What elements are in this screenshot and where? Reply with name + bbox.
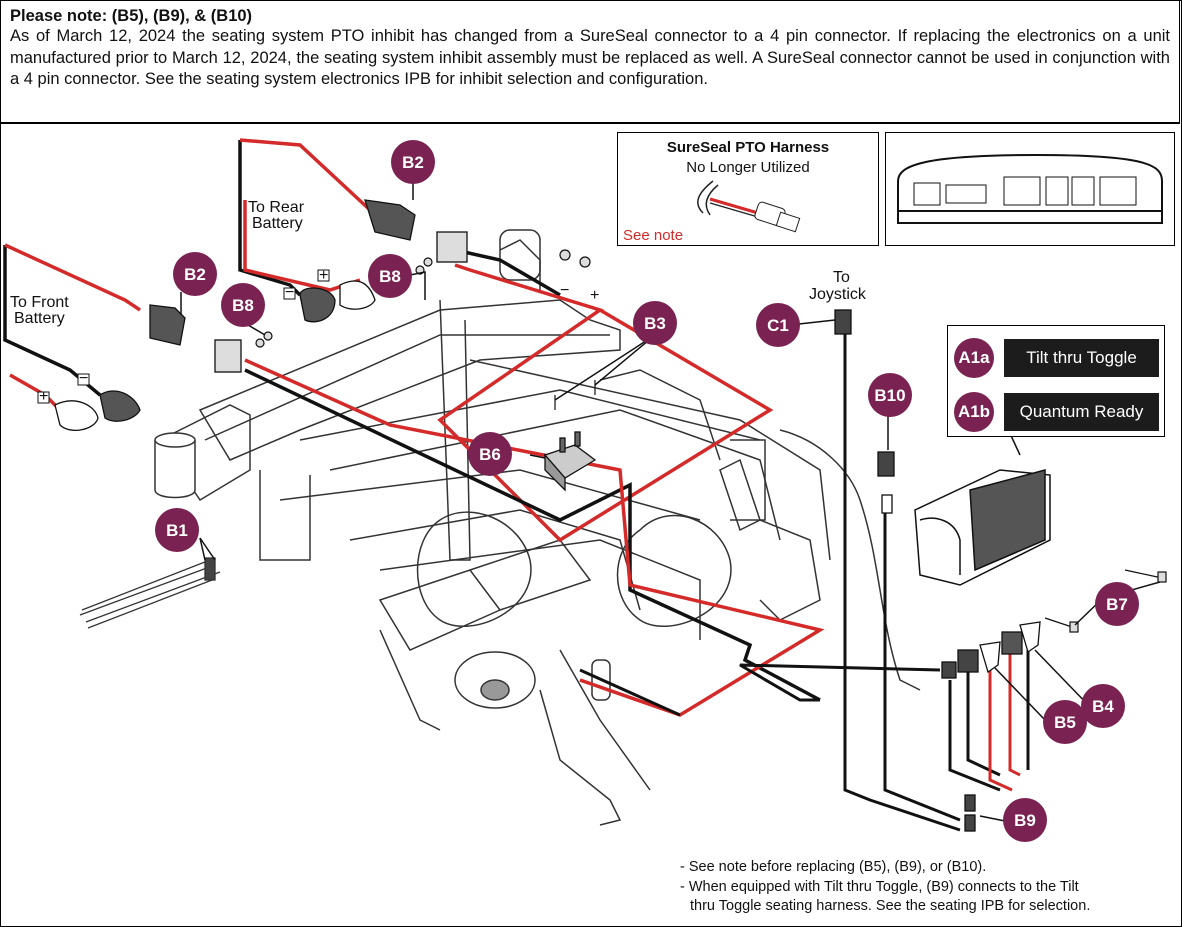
actuator [378,539,651,826]
note-body: As of March 12, 2024 the seating system … [10,27,1170,88]
terminal-markers: + − + − − + [37,267,599,405]
svg-text:B9: B9 [1014,811,1036,830]
svg-text:B6: B6 [479,445,501,464]
rear-battery-label-1: To Rear [248,199,305,216]
callout-b10: B10 [868,373,912,417]
note-title: Please note: (B5), (B9), & (B10) [10,7,253,25]
harness-connectors [834,309,1041,832]
legend-text: Quantum Ready [1004,393,1159,431]
svg-text:C1: C1 [767,316,789,335]
legend-code: A1b [954,392,994,432]
front-plus-label: + [39,388,48,405]
chassis-frame [158,229,921,691]
legend-item-a1a: A1a Tilt thru Toggle [954,337,1160,379]
svg-text:B7: B7 [1106,595,1128,614]
pto-harness-note: See note [623,227,684,244]
front-minus-label: − [79,370,88,387]
note-box: Please note: (B5), (B9), & (B10) As of M… [0,0,1180,124]
callout-b5: B5 [1043,700,1087,744]
controller-ports-icon [897,153,1163,224]
battery-connectors [54,199,468,431]
callout-b1: B1 [155,508,199,552]
joystick-label-2: Joystick [809,286,867,303]
callout-b3: B3 [633,301,677,345]
front-battery-label-1: To Front [10,294,69,311]
rear-plus-label: + [319,267,328,284]
svg-text:B8: B8 [379,267,401,286]
callout-b2-rear: B2 [391,140,435,184]
callout-b6: B6 [468,432,512,476]
pto-harness-title: SureSeal PTO Harness [666,139,830,156]
callout-b7: B7 [1095,582,1139,626]
inhibit-module [543,431,597,492]
svg-text:B8: B8 [232,296,254,315]
callout-b4: B4 [1081,684,1125,728]
cable-ties [79,557,221,629]
callout-b9: B9 [1003,798,1047,842]
svg-text:B4: B4 [1092,697,1114,716]
legend-text: Tilt thru Toggle [1004,339,1159,377]
sureseal-connector-icon [697,180,801,233]
svg-text:B1: B1 [166,521,188,540]
footnote: - When equipped with Tilt thru Toggle, (… [680,878,1079,895]
controller-module [914,469,1051,586]
callout-b8-rear: B8 [368,254,412,298]
footnotes: - See note before replacing (B5), (B9), … [680,858,1090,917]
terminal-minus: − [560,282,569,299]
svg-text:B3: B3 [644,314,666,333]
legend-code: A1a [954,338,994,378]
mount-screws [255,249,1167,633]
terminal-plus: + [590,287,599,304]
svg-text:B2: B2 [184,265,206,284]
tube-mount [154,432,196,499]
rear-minus-label: − [285,284,294,301]
pto-harness-subtitle: No Longer Utilized [686,159,810,176]
controller-harness [579,330,1030,832]
callout-b2-front: B2 [173,252,217,296]
svg-text:B2: B2 [402,153,424,172]
legend: A1a Tilt thru Toggle A1b Quantum Ready [947,325,1165,437]
callout-c1: C1 [756,303,800,347]
pto-harness-inset: SureSeal PTO Harness No Longer Utilized … [617,132,879,246]
svg-text:B5: B5 [1054,713,1076,732]
front-battery-label-2: Battery [14,310,65,327]
legend-item-a1b: A1b Quantum Ready [954,391,1160,433]
joystick-label-1: To [833,269,850,286]
footnote: thru Toggle seating harness. See the sea… [690,898,1091,914]
svg-text:B10: B10 [874,386,905,405]
callout-b8-front: B8 [221,283,265,327]
front-battery-cables [3,243,825,717]
controller-connector-inset [885,132,1175,246]
rear-battery-label-2: Battery [252,215,303,232]
footnote: - See note before replacing (B5), (B9), … [680,859,987,875]
